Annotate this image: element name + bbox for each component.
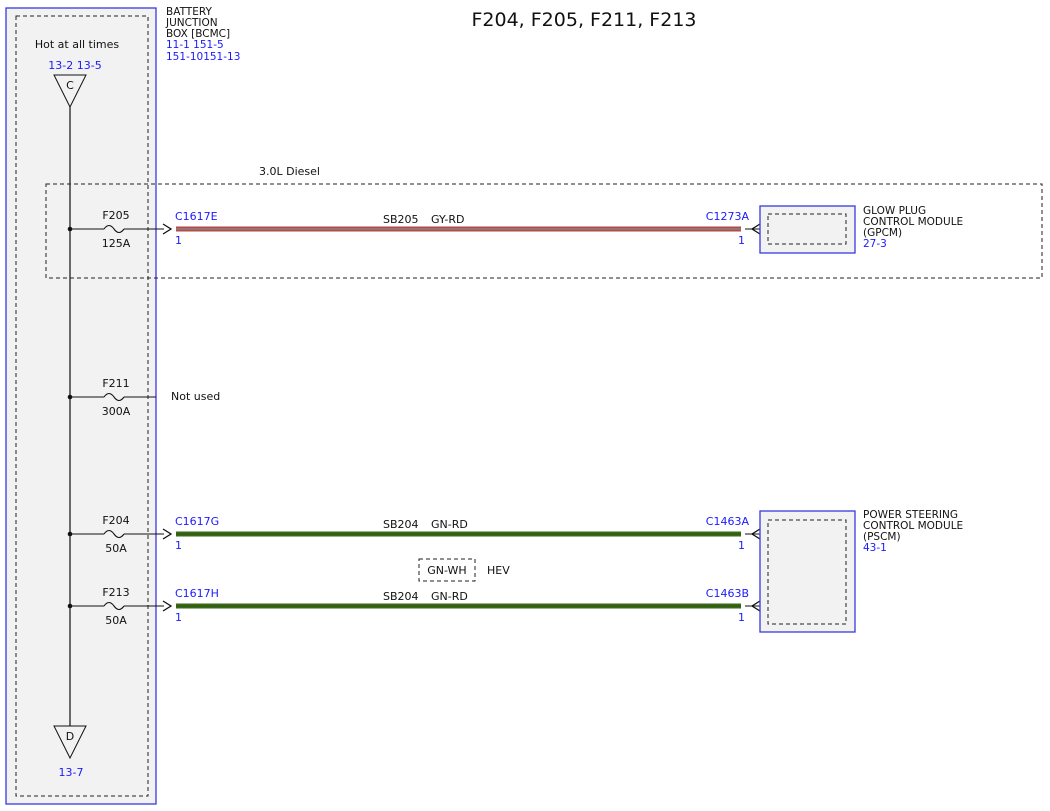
connector-arrow-c1463b: [750, 600, 761, 612]
connector-pin-left: 1: [175, 611, 182, 624]
connector-label-right[interactable]: C1273A: [706, 210, 750, 223]
pscm-module-inner: [767, 519, 847, 625]
fuse-rating: 125A: [102, 237, 131, 250]
connector-c-label: C: [66, 79, 74, 92]
fuse-rating: 50A: [105, 614, 127, 627]
circuit-number: SB204: [383, 518, 419, 531]
page-title: F204, F205, F211, F213: [471, 9, 696, 31]
connector-arrow-c1617g: [162, 528, 173, 540]
gpcm-label-2: CONTROL MODULE: [863, 216, 963, 228]
bjb-ref-2[interactable]: 151-10151-13: [166, 51, 240, 63]
connector-arrow-c1273a: [750, 223, 761, 235]
connector-label-left[interactable]: C1617E: [175, 210, 218, 223]
hot-at-all-times-label: Hot at all times: [35, 38, 120, 51]
fuse-f213: F213 50A: [67, 586, 164, 627]
connector-label-right[interactable]: C1463B: [706, 587, 749, 600]
connector-label-left[interactable]: C1617G: [175, 515, 219, 528]
pscm-module-box[interactable]: [759, 510, 856, 633]
top-connector-refs[interactable]: 13-2 13-5: [48, 59, 101, 72]
fuse-name: F205: [102, 209, 129, 222]
bjb-name-line-3: BOX [BCMC]: [166, 28, 230, 40]
fuse-name: F211: [102, 377, 129, 390]
connector-pin-right: 1: [738, 611, 745, 624]
diesel-option-label: 3.0L Diesel: [259, 165, 320, 178]
circuit-wire-color: GN-RD: [431, 518, 468, 531]
pscm-ref[interactable]: 43-1: [863, 542, 887, 554]
connector-pin-left: 1: [175, 234, 182, 247]
circuit-wire-color: GY-RD: [431, 213, 464, 226]
circuit-number: SB205: [383, 213, 419, 226]
gpcm-module-inner: [767, 213, 847, 245]
circuit-wire-color: GN-RD: [431, 590, 468, 603]
bjb-name-line-1: BATTERY: [166, 6, 212, 18]
bjb-name-line-2: JUNCTION: [165, 17, 218, 29]
diesel-option-region: [45, 183, 1043, 279]
gpcm-ref[interactable]: 27-3: [863, 238, 887, 250]
connector-pin-right: 1: [738, 539, 745, 552]
fuse-symbol: [103, 224, 125, 234]
gpcm-module-box[interactable]: [759, 205, 856, 254]
fuse-symbol: [103, 601, 125, 611]
pscm-label-2: CONTROL MODULE: [863, 520, 963, 532]
fuse-f211: F211 300A: [67, 377, 156, 418]
fuse-symbol: [103, 392, 125, 402]
fuse-f204: F204 50A: [67, 514, 164, 555]
fuse-name: F204: [102, 514, 129, 527]
bjb-inner-dashed-box: [15, 15, 149, 797]
gpcm-label-1: GLOW PLUG: [863, 205, 926, 217]
bottom-connector-ref[interactable]: 13-7: [59, 766, 84, 779]
hev-label: HEV: [487, 564, 510, 577]
bjb-ref-1[interactable]: 11-1 151-5: [166, 39, 224, 51]
connector-label-right[interactable]: C1463A: [706, 515, 750, 528]
fuse-rating: 300A: [102, 405, 131, 418]
fuse-symbol: [103, 529, 125, 539]
fuse-rating: 50A: [105, 542, 127, 555]
circuit-number: SB204: [383, 590, 419, 603]
fuse-name: F213: [102, 586, 129, 599]
pscm-label-3: (PSCM): [863, 531, 901, 543]
connector-arrow-c1463a: [750, 528, 761, 540]
bjb-outer-box: [5, 7, 157, 805]
connector-arrow-c1617h: [162, 600, 173, 612]
connector-arrow-c1617e: [162, 223, 173, 235]
gpcm-label-3: (GPCM): [863, 227, 902, 239]
connector-d-triangle: [53, 725, 87, 760]
connector-pin-right: 1: [738, 234, 745, 247]
connector-d-label: D: [66, 730, 74, 743]
fuse-f205: F205 125A: [67, 209, 164, 250]
hev-wire-color: GN-WH: [427, 564, 466, 577]
pscm-label-1: POWER STEERING: [863, 509, 958, 521]
connector-label-left[interactable]: C1617H: [175, 587, 219, 600]
not-used-label: Not used: [171, 390, 220, 403]
hev-wire-color-box: [418, 558, 476, 582]
connector-c-triangle: [53, 74, 87, 109]
connector-pin-left: 1: [175, 539, 182, 552]
